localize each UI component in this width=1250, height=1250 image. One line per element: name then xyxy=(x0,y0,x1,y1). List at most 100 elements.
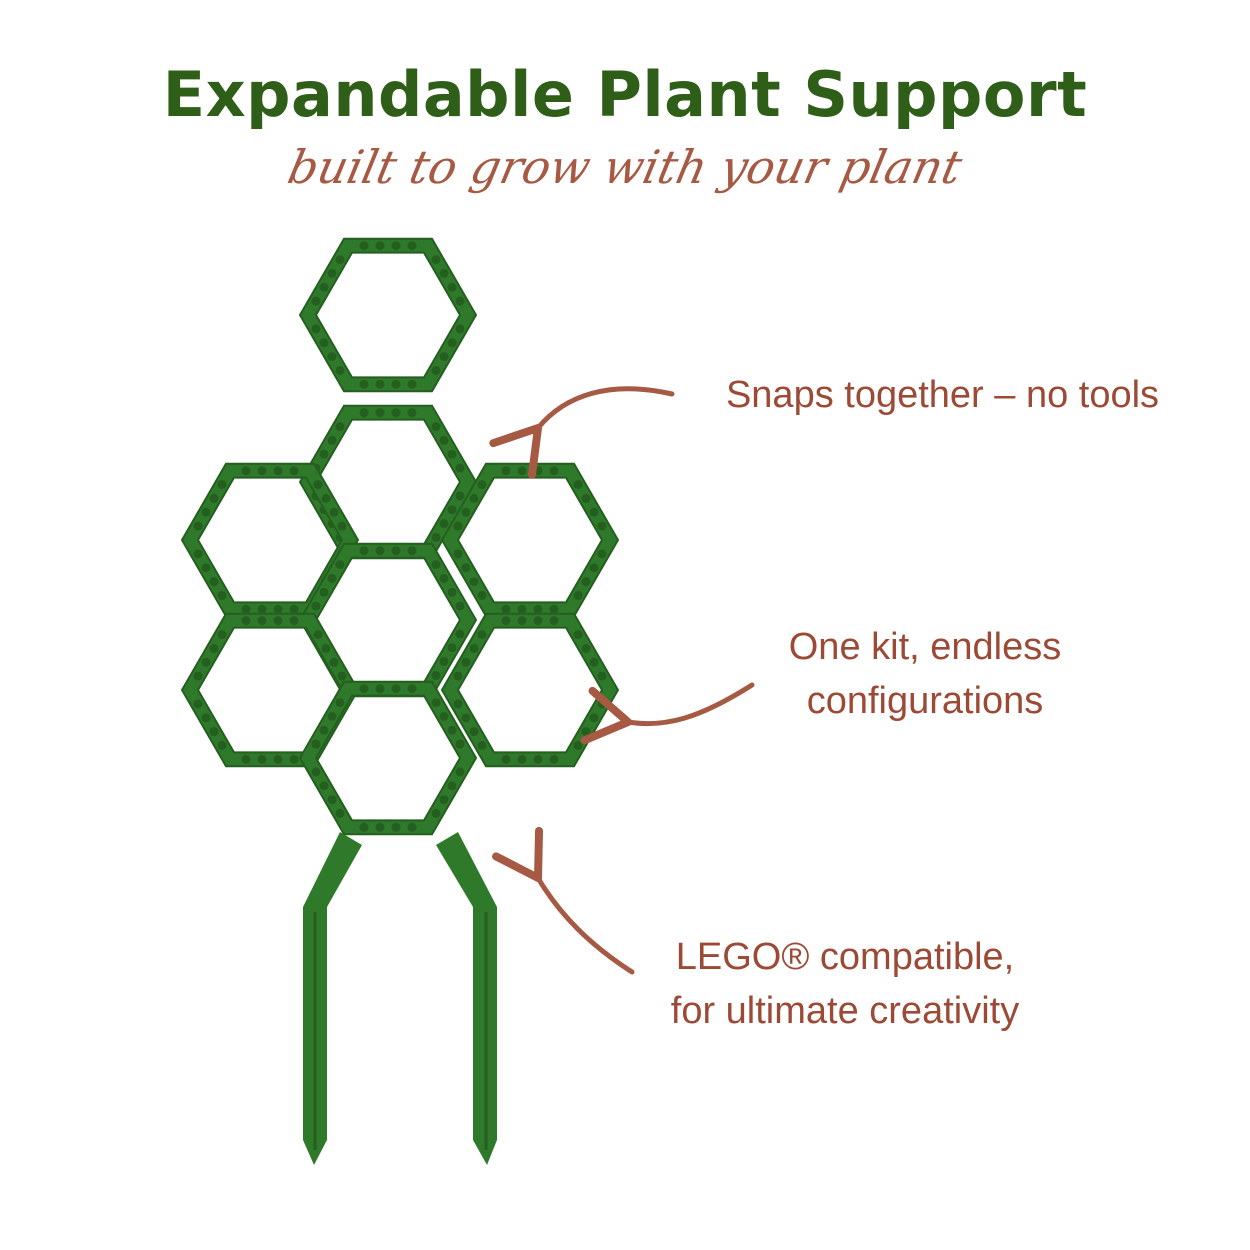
stud xyxy=(375,408,385,418)
stud xyxy=(359,241,369,251)
stud xyxy=(407,546,417,556)
stud xyxy=(319,781,329,791)
left-stake xyxy=(303,832,362,1165)
stud xyxy=(455,491,465,501)
stud xyxy=(517,616,527,626)
stud xyxy=(193,521,203,531)
stud xyxy=(359,379,369,389)
stud xyxy=(461,563,471,573)
stud xyxy=(209,727,219,737)
page-title: Expandable Plant Support xyxy=(162,58,1088,131)
hexagon-frame xyxy=(180,612,360,768)
stud xyxy=(289,616,299,626)
stud xyxy=(257,466,267,476)
stud xyxy=(327,268,337,278)
stud xyxy=(573,740,583,750)
stud xyxy=(201,563,211,573)
stud xyxy=(589,657,599,667)
stud xyxy=(359,546,369,556)
stud xyxy=(597,699,607,709)
stud xyxy=(533,604,543,614)
stud xyxy=(517,754,527,764)
stud xyxy=(453,521,463,531)
stud xyxy=(193,699,203,709)
stud xyxy=(289,466,299,476)
stud xyxy=(241,754,251,764)
stud xyxy=(439,268,449,278)
stud xyxy=(193,549,203,559)
stud xyxy=(311,601,321,611)
stud xyxy=(375,379,385,389)
stud xyxy=(335,698,345,708)
stud xyxy=(597,521,607,531)
support-stakes xyxy=(303,832,497,1165)
stud xyxy=(477,630,487,640)
stud xyxy=(241,616,251,626)
hexagon-frame xyxy=(298,237,478,393)
stud xyxy=(319,587,329,597)
stud xyxy=(241,604,251,614)
stud xyxy=(327,435,337,445)
stud xyxy=(319,338,329,348)
stud xyxy=(407,684,417,694)
stud xyxy=(573,480,583,490)
stud xyxy=(501,604,511,614)
stud xyxy=(453,549,463,559)
stud xyxy=(461,713,471,723)
stud xyxy=(477,740,487,750)
stud xyxy=(201,507,211,517)
right-stake xyxy=(436,832,497,1165)
stud xyxy=(375,546,385,556)
stud xyxy=(447,505,457,515)
stud xyxy=(431,808,441,818)
stud xyxy=(439,519,449,529)
stud xyxy=(431,255,441,265)
stud xyxy=(337,521,347,531)
callout-configurations: One kit, endless configurations xyxy=(788,626,1062,722)
stud xyxy=(193,671,203,681)
stud xyxy=(549,604,559,614)
stud xyxy=(311,324,321,334)
stud xyxy=(359,408,369,418)
stud xyxy=(439,657,449,667)
stud xyxy=(517,466,527,476)
stud xyxy=(431,422,441,432)
stud xyxy=(319,282,329,292)
stud xyxy=(375,241,385,251)
stud xyxy=(335,560,345,570)
stud xyxy=(391,822,401,832)
stud xyxy=(359,684,369,694)
stud xyxy=(455,296,465,306)
stud xyxy=(335,808,345,818)
stud xyxy=(447,282,457,292)
stud xyxy=(581,727,591,737)
stud xyxy=(313,480,323,490)
stud xyxy=(311,767,321,777)
stud xyxy=(321,643,331,653)
stud xyxy=(329,507,339,517)
stud xyxy=(257,754,267,764)
stud xyxy=(533,754,543,764)
stud xyxy=(447,781,457,791)
stud xyxy=(581,493,591,503)
stud xyxy=(469,727,479,737)
stud xyxy=(455,324,465,334)
stud xyxy=(217,630,227,640)
stud xyxy=(439,795,449,805)
stud xyxy=(455,629,465,639)
stud xyxy=(549,616,559,626)
stud xyxy=(289,604,299,614)
stud xyxy=(375,822,385,832)
stud xyxy=(447,725,457,735)
stud xyxy=(447,338,457,348)
stud xyxy=(319,449,329,459)
stud xyxy=(573,630,583,640)
stud xyxy=(549,466,559,476)
stud xyxy=(431,670,441,680)
stud xyxy=(407,379,417,389)
stud xyxy=(431,698,441,708)
stud xyxy=(447,643,457,653)
stud xyxy=(597,671,607,681)
stud xyxy=(407,822,417,832)
